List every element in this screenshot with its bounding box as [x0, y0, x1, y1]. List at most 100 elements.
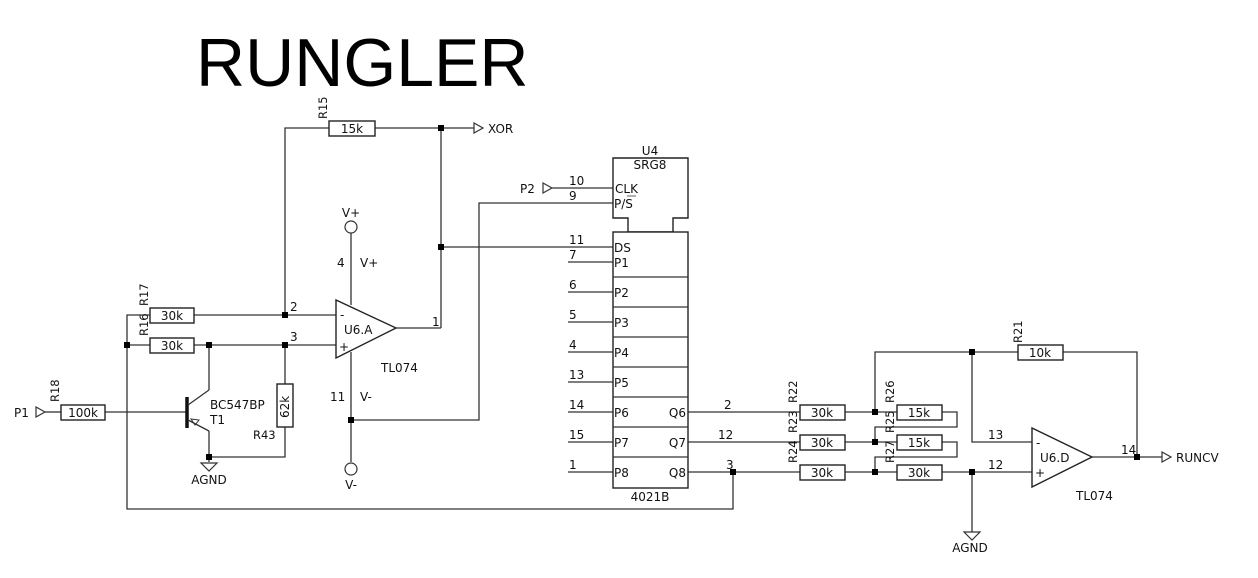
- pin-label: P7: [614, 436, 629, 450]
- resistor-r24[interactable]: 30k R24: [786, 440, 846, 481]
- noninverting-sign: +: [339, 340, 349, 354]
- resistor-ref: R18: [48, 379, 62, 402]
- port-label: RUNCV: [1176, 451, 1219, 465]
- port-label: P2: [520, 182, 535, 196]
- pin-label: P6: [614, 406, 629, 420]
- junction-dot: [872, 409, 878, 415]
- resistor-ref: R23: [786, 410, 800, 433]
- port-runcv[interactable]: RUNCV: [1161, 450, 1219, 465]
- opamp-triangle: [335, 298, 398, 360]
- resistor-value: 15k: [908, 436, 930, 450]
- resistor-value: 30k: [908, 466, 930, 480]
- output-label: Q6: [669, 406, 686, 420]
- pin-number: 7: [569, 248, 577, 262]
- resistor-ref: R27: [883, 440, 897, 463]
- pin-label: P3: [614, 316, 629, 330]
- pin-number: 1: [432, 315, 440, 329]
- junction-dot: [348, 417, 354, 423]
- junction-dot: [438, 244, 444, 250]
- resistor-ref: R21: [1011, 320, 1025, 343]
- ground-icon: [199, 462, 219, 472]
- port-label: XOR: [488, 122, 513, 136]
- pin-number: 13: [988, 428, 1003, 442]
- pin-number: 9: [569, 189, 577, 203]
- opamp-triangle: [1031, 426, 1094, 489]
- pin-label: P5: [614, 376, 629, 390]
- pin-number: 12: [718, 428, 733, 442]
- port-p1[interactable]: P1: [14, 405, 47, 420]
- opamp-ref: U6.A: [344, 323, 373, 337]
- pin-number: 11: [569, 233, 584, 247]
- resistor-value: 30k: [811, 466, 833, 480]
- port-p2[interactable]: P2: [520, 181, 554, 196]
- junction-dot: [282, 342, 288, 348]
- pin-number: 1: [569, 458, 577, 472]
- vminus-terminal: V-: [344, 462, 358, 492]
- pin-label: DS: [614, 241, 631, 255]
- pin-number: 4: [337, 256, 345, 270]
- pin-number: 13: [569, 368, 584, 382]
- agnd-left: AGND: [191, 462, 227, 487]
- resistor-ref: R25: [883, 410, 897, 433]
- pin-number: 2: [290, 300, 298, 314]
- power-terminal-icon: [344, 462, 358, 476]
- pin-number: 15: [569, 428, 584, 442]
- transistor-part: BC547BP: [210, 398, 265, 412]
- port-arrow-icon: [35, 405, 47, 419]
- junction-dot: [124, 342, 130, 348]
- shift-register-u4[interactable]: U4 SRG8 4021B 10 CLK 9 P/S 11 DS 7 P1 6 …: [569, 144, 734, 504]
- pin-number: 3: [726, 458, 734, 472]
- junction-dot: [282, 312, 288, 318]
- pin-label: P2: [614, 286, 629, 300]
- junction-dot: [872, 469, 878, 475]
- junction-dot: [969, 349, 975, 355]
- resistor-r16[interactable]: 30k R16: [137, 313, 195, 354]
- resistor-r15[interactable]: 15k R15: [316, 96, 376, 137]
- pin-label: P/S: [614, 197, 633, 211]
- output-label: Q7: [669, 436, 686, 450]
- port-arrow-icon: [542, 181, 554, 195]
- opamp-u6d[interactable]: - + U6.D TL074 13 12 14: [988, 426, 1136, 503]
- junction-dot: [206, 342, 212, 348]
- resistor-value: 30k: [811, 406, 833, 420]
- resistor-value: 30k: [811, 436, 833, 450]
- junction-dot: [969, 469, 975, 475]
- junction-dot: [438, 125, 444, 131]
- pin-label: CLK: [615, 182, 639, 196]
- opamp-u6a[interactable]: - + U6.A TL074 2 3 1 4 V+ 11 V-: [290, 256, 440, 404]
- opamp-part: TL074: [1075, 489, 1113, 503]
- junction-dot: [872, 439, 878, 445]
- resistor-value: 15k: [908, 406, 930, 420]
- pin-number: 11: [330, 390, 345, 404]
- resistor-value: 62k: [278, 396, 292, 418]
- resistor-ref: R16: [137, 313, 151, 336]
- resistor-r18[interactable]: 100k R18: [48, 379, 106, 421]
- transistor-t1[interactable]: BC547BP T1: [185, 389, 265, 432]
- resistor-r22[interactable]: 30k R22: [786, 380, 846, 421]
- resistor-value: 30k: [161, 309, 183, 323]
- vplus-terminal: V+: [342, 206, 360, 234]
- port-xor[interactable]: XOR: [473, 121, 513, 136]
- resistor-ref: R15: [316, 96, 330, 119]
- resistor-r26[interactable]: 15k R26: [883, 380, 943, 421]
- port-arrow-icon: [1161, 450, 1173, 464]
- supply-label: V-: [360, 390, 372, 404]
- agnd-label: AGND: [952, 541, 988, 555]
- pin-number: 6: [569, 278, 577, 292]
- resistor-ref: R17: [137, 283, 151, 306]
- vplus-label: V+: [342, 206, 360, 220]
- resistor-r21[interactable]: 10k R21: [1011, 320, 1064, 361]
- agnd-label: AGND: [191, 473, 227, 487]
- pin-number: 4: [569, 338, 577, 352]
- resistor-r23[interactable]: 30k R23: [786, 410, 846, 451]
- resistor-r17[interactable]: 30k R17: [137, 283, 195, 324]
- inverting-sign: -: [340, 308, 344, 322]
- vminus-label: V-: [345, 478, 357, 492]
- resistor-r27[interactable]: 30k R27: [883, 440, 943, 481]
- port-arrow-icon: [473, 121, 485, 135]
- resistor-r25[interactable]: 15k R25: [883, 410, 943, 451]
- noninverting-sign: +: [1035, 466, 1045, 480]
- pin-number: 5: [569, 308, 577, 322]
- resistor-r43[interactable]: 62k R43: [253, 383, 294, 442]
- resistor-value: 15k: [341, 122, 363, 136]
